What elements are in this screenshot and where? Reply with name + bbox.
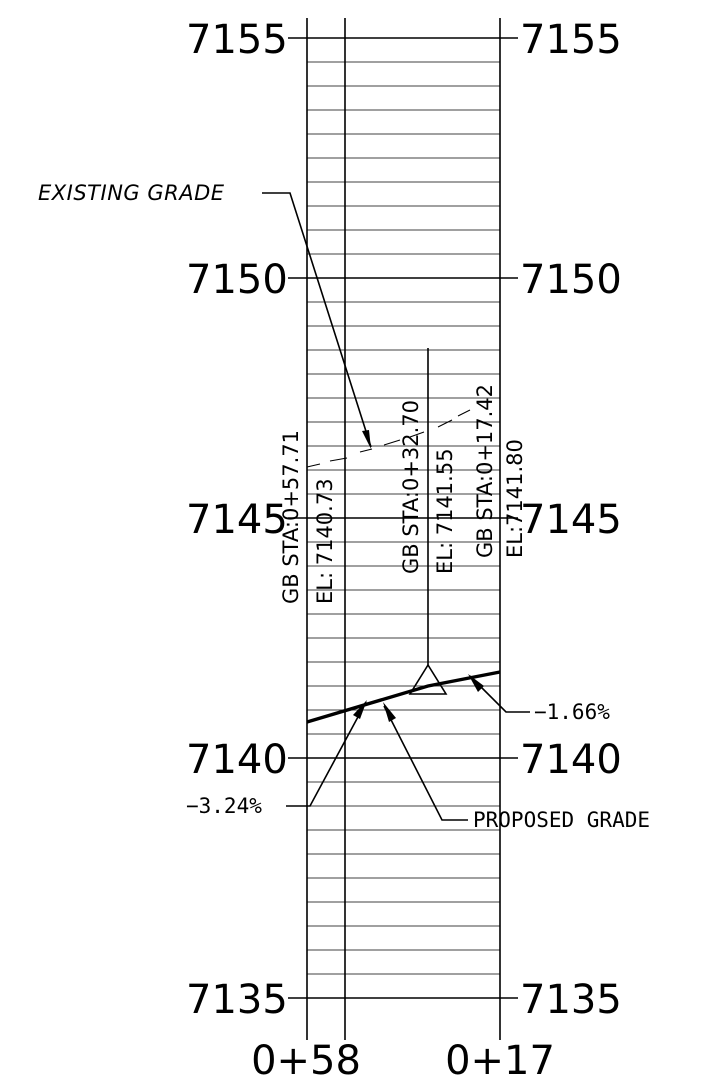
station-label-left: 0+58 xyxy=(251,1038,361,1084)
proposed-grade-callout: PROPOSED GRADE xyxy=(473,808,650,832)
station-label-right: 0+17 xyxy=(445,1038,555,1084)
slope-left-leader xyxy=(286,701,367,807)
existing-grade-line xyxy=(306,409,471,468)
existing-grade-leader xyxy=(262,192,372,448)
elev-label-right-7145: 7145 xyxy=(520,497,622,543)
gb-sta-right: GB STA:0+17.42 xyxy=(473,384,497,558)
elev-label-left-7145: 7145 xyxy=(186,497,288,543)
proposed-grade-line xyxy=(306,670,501,724)
gb-el-left: EL: 7140.73 xyxy=(313,478,337,604)
slope-left-callout: −3.24% xyxy=(186,794,262,818)
minor-grid-lines xyxy=(307,61,500,975)
elev-label-left-7150: 7150 xyxy=(186,257,288,303)
elev-label-right-7150: 7150 xyxy=(520,257,622,303)
elev-label-right-7140: 7140 xyxy=(520,737,622,783)
elev-label-left-7135: 7135 xyxy=(186,977,288,1023)
slope-right-callout: −1.66% xyxy=(534,700,610,724)
major-grid-lines xyxy=(288,37,518,999)
gb-el-middle: EL: 7141.55 xyxy=(433,448,457,574)
gb-sta-left: GB STA:0+57.71 xyxy=(279,430,303,604)
existing-grade-callout: EXISTING GRADE xyxy=(38,181,225,205)
elev-label-right-7155: 7155 xyxy=(520,17,622,63)
existing-grade-arrowhead-icon xyxy=(362,430,371,449)
grade-break-label-right: GB STA:0+17.42 EL:7141.80 xyxy=(473,384,527,558)
grade-break-label-middle: GB STA:0+32.70 EL: 7141.55 xyxy=(399,400,457,574)
slope-left-arrowhead-icon xyxy=(353,700,367,719)
grade-break-triangle-icon xyxy=(408,663,448,695)
elev-label-left-7140: 7140 xyxy=(186,737,288,783)
elevation-labels-right: 7155 7150 7145 7140 7135 xyxy=(520,17,622,1023)
proposed-grade-leader xyxy=(383,705,468,821)
slope-right-arrowhead-icon xyxy=(468,674,484,692)
elevation-labels-left: 7155 7150 7145 7140 7135 xyxy=(186,17,288,1023)
elev-label-left-7155: 7155 xyxy=(186,17,288,63)
gb-el-right: EL:7141.80 xyxy=(503,439,527,558)
gb-sta-middle: GB STA:0+32.70 xyxy=(399,400,423,574)
elev-label-right-7135: 7135 xyxy=(520,977,622,1023)
grade-break-label-left: GB STA:0+57.71 EL: 7140.73 xyxy=(279,430,337,604)
proposed-grade-arrowhead-icon xyxy=(383,702,396,722)
vertical-lines xyxy=(306,18,501,1040)
